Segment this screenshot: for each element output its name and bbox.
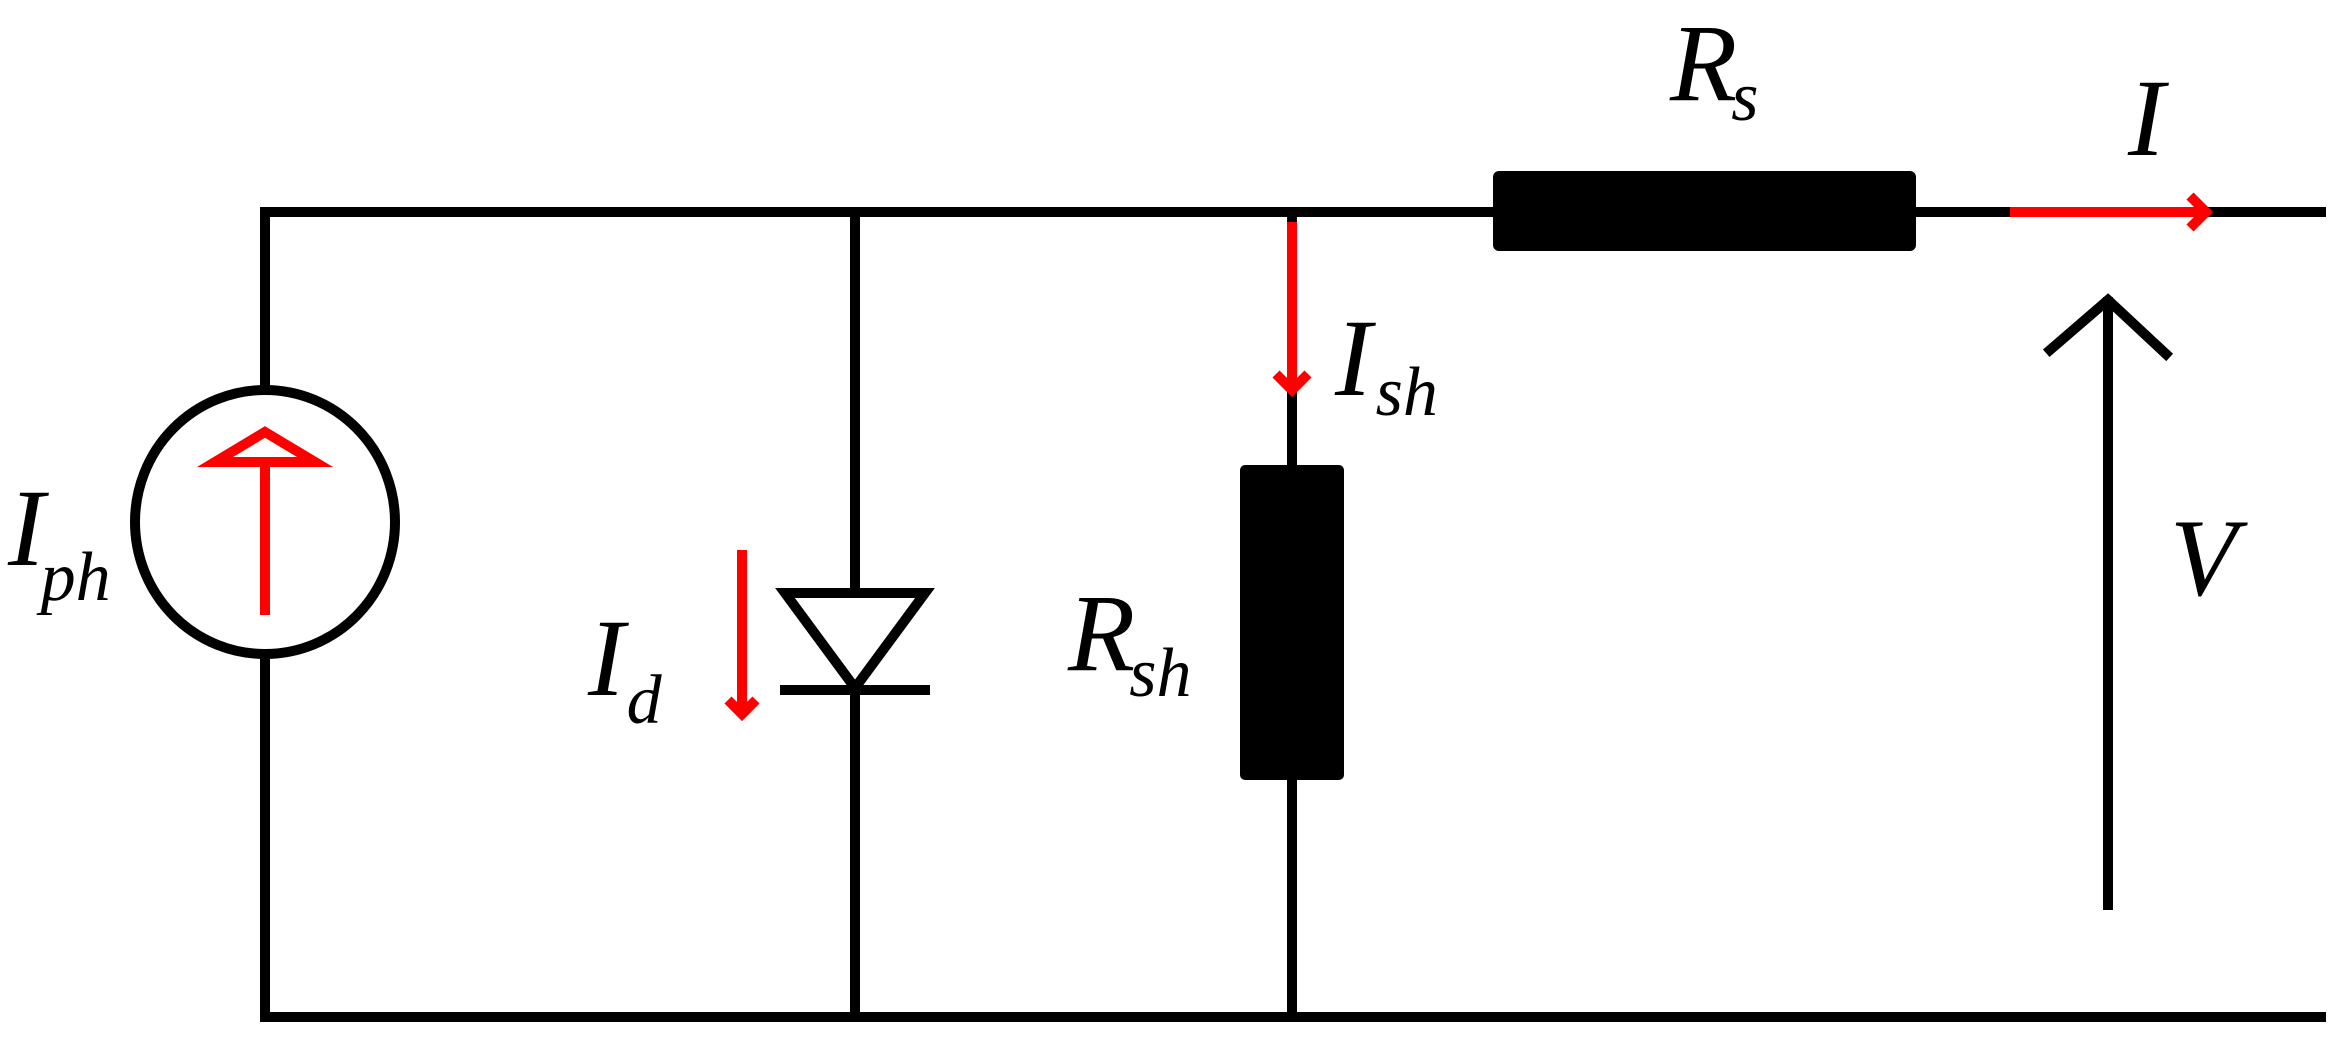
series-resistor-label-sub: s xyxy=(1731,59,1758,136)
shunt-resistor-label-main: R xyxy=(1067,572,1135,694)
output-voltage-label: V xyxy=(2170,497,2248,619)
series-resistor-label: Rs xyxy=(1669,2,1758,136)
shunt-current-label-sub: sh xyxy=(1376,354,1438,431)
photo-current-label-main: I xyxy=(7,467,49,589)
diode-current-label-sub: d xyxy=(627,662,663,739)
voltage-arrow xyxy=(2042,293,2174,910)
diode-current-arrow xyxy=(724,550,760,722)
photo-current-label: Iph xyxy=(7,467,111,616)
shunt-current-label-main: I xyxy=(1334,297,1376,419)
diode-current-label-main: I xyxy=(587,597,629,719)
diode-current-label: Id xyxy=(587,597,663,739)
series-resistor-label-main: R xyxy=(1669,2,1737,124)
shunt-resistor-label: Rsh xyxy=(1067,572,1191,712)
output-current-label: I xyxy=(2127,57,2169,179)
shunt-resistor-label-sub: sh xyxy=(1129,635,1191,712)
shunt-resistor xyxy=(1240,465,1344,780)
shunt-current-label: Ish xyxy=(1334,297,1438,431)
photo-current-label-sub: ph xyxy=(36,539,111,616)
shunt-current-arrow xyxy=(1272,222,1312,398)
output-current-arrow xyxy=(2010,192,2214,232)
current-source xyxy=(130,385,400,659)
diode-symbol xyxy=(775,588,935,697)
series-resistor xyxy=(1493,171,1916,251)
